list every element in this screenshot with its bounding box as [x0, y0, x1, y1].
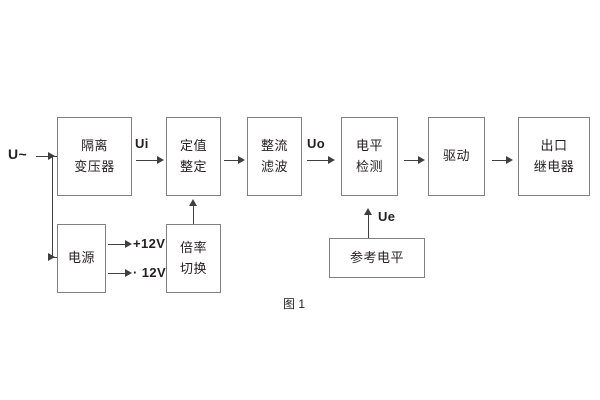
figure-caption: 图 1	[283, 297, 306, 311]
arrow-drive-to-relay-line	[492, 160, 507, 161]
block-rectify-filter-line1: 整流	[260, 138, 288, 154]
arrow-drive-to-relay-arrowhead	[506, 156, 513, 164]
rail-negative-label: · 12V	[133, 265, 167, 280]
signal-label-ue: Ue	[378, 209, 396, 224]
block-power-supply[interactable]: 电源	[57, 224, 106, 293]
arrow-level-to-drive-arrowhead	[418, 156, 425, 164]
rail-positive-line	[108, 244, 126, 245]
block-output-relay-line1: 出口	[540, 138, 568, 154]
arrow-reference-to-level-line	[368, 215, 369, 238]
block-level-detection[interactable]: 电平 检测	[341, 117, 398, 196]
block-output-relay-line2: 继电器	[533, 158, 575, 174]
block-output-relay[interactable]: 出口 继电器	[518, 117, 590, 196]
block-rectify-filter[interactable]: 整流 滤波	[247, 117, 302, 196]
arrow-transformer-to-setting-arrowhead	[157, 156, 164, 164]
signal-label-uo: Uo	[307, 136, 326, 151]
source-bus-vertical	[52, 156, 53, 257]
feed-to-transformer-arrowhead	[48, 152, 55, 160]
block-level-detection-line1: 电平	[355, 138, 383, 154]
source-feed-stub	[36, 156, 52, 157]
rail-negative-arrowhead	[125, 269, 132, 277]
feed-to-power-supply-arrowhead	[48, 253, 55, 261]
block-drive-line1: 驱动	[442, 148, 470, 164]
block-level-detection-line2: 检测	[355, 158, 383, 174]
block-isolation-transformer-line1: 隔离	[80, 138, 108, 154]
arrow-transformer-to-setting-line	[136, 160, 158, 161]
rail-positive-arrowhead	[125, 240, 132, 248]
signal-label-ui: Ui	[135, 136, 149, 151]
block-power-supply-line1: 电源	[67, 250, 95, 266]
block-multiplier-switch-line1: 倍率	[179, 240, 207, 256]
arrow-rectify-to-level-line	[307, 160, 329, 161]
block-drive[interactable]: 驱动	[428, 117, 485, 196]
block-setting-value[interactable]: 定值 整定	[166, 117, 221, 196]
arrow-reference-to-level-arrowhead	[364, 208, 372, 215]
arrow-setting-to-rectify-line	[224, 160, 239, 161]
block-isolation-transformer-line2: 变压器	[74, 158, 115, 174]
block-isolation-transformer[interactable]: 隔离 变压器	[57, 117, 132, 196]
block-setting-value-line2: 整定	[179, 158, 207, 174]
arrow-setting-to-rectify-arrowhead	[238, 156, 245, 164]
rail-positive-label: +12V	[133, 236, 166, 251]
block-reference-level-line1: 参考电平	[349, 249, 404, 265]
source-label-u-ac: U~	[8, 146, 28, 162]
arrow-rectify-to-level-arrowhead	[328, 156, 335, 164]
block-rectify-filter-line2: 滤波	[260, 158, 288, 174]
arrow-level-to-drive-line	[404, 160, 419, 161]
rail-negative-line	[108, 273, 126, 274]
block-reference-level[interactable]: 参考电平	[329, 238, 425, 278]
block-multiplier-switch[interactable]: 倍率 切换	[166, 224, 221, 293]
arrow-multiplier-to-setting-line	[193, 206, 194, 224]
block-setting-value-line1: 定值	[179, 138, 207, 154]
arrow-multiplier-to-setting-arrowhead	[189, 199, 197, 206]
block-multiplier-switch-line2: 切换	[179, 260, 207, 276]
